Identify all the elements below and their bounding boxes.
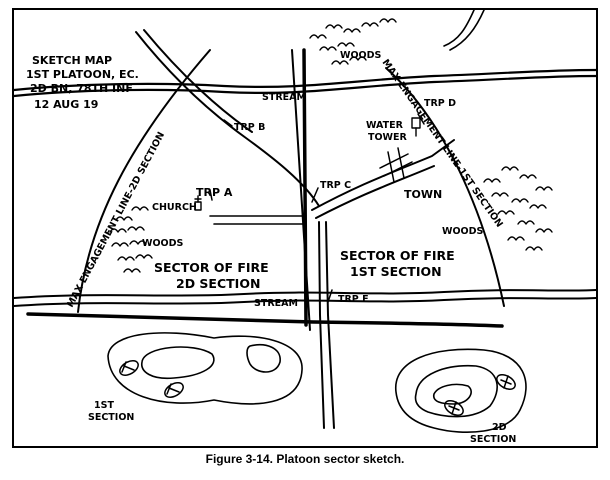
right-river — [443, 10, 485, 51]
max-line-2d-arc — [77, 49, 211, 313]
sketch-title-line3: 2D BN, 78TH INF — [30, 82, 133, 95]
sketch-frame: SKETCH MAP 1ST PLATOON, EC. 2D BN, 78TH … — [12, 8, 598, 448]
woods-left-label: WOODS — [142, 238, 184, 249]
stream-bottom-label: STREAM — [254, 298, 298, 309]
section-2d-label-1: 2D — [492, 422, 507, 433]
sector-1st-label-1: SECTOR OF FIRE — [340, 248, 455, 263]
max-engagement-lines — [77, 49, 505, 313]
stream-bottom — [14, 289, 596, 307]
sector-2d-label-2: 2D SECTION — [176, 276, 260, 291]
road-south-b — [325, 221, 335, 429]
sketch-title-line4: 12 AUG 19 — [34, 98, 98, 111]
max-line-1st-label: MAX ENGAGEMENT LINE-1ST SECTION — [380, 57, 505, 229]
road-right-upper — [311, 139, 455, 211]
trp-markers — [209, 113, 425, 303]
church-path — [209, 215, 307, 225]
woods-right-icon — [483, 166, 553, 251]
trp-b-label: TRP B — [234, 122, 265, 133]
water-tower-icon — [411, 117, 421, 137]
trp-d-label: TRP D — [424, 98, 456, 109]
roads — [135, 29, 455, 429]
water-tower-label-2: TOWER — [368, 132, 408, 143]
town-grid — [379, 147, 413, 183]
town-label: TOWN — [404, 188, 442, 201]
woods-right-label: WOODS — [442, 226, 484, 237]
road-nw-b — [143, 29, 253, 133]
sector-sketch: SKETCH MAP 1ST PLATOON, EC. 2D BN, 78TH … — [14, 10, 596, 445]
woods-top-icon — [309, 18, 397, 65]
sector-2d-label-1: SECTOR OF FIRE — [154, 260, 269, 275]
road-south — [318, 221, 325, 429]
hill-left-contours — [107, 332, 303, 405]
woods-top-label: WOODS — [340, 50, 382, 61]
figure-caption: Figure 3-14. Platoon sector sketch. — [205, 452, 405, 466]
stream-top — [14, 68, 596, 98]
section-1st-label-2: SECTION — [88, 412, 134, 423]
church-label: CHURCH — [152, 202, 197, 213]
church-icon — [194, 195, 202, 211]
trp-a-label: TRP A — [196, 186, 233, 199]
road-right-upper-b — [315, 165, 435, 219]
max-line-1st-arc — [385, 67, 505, 307]
trp-c-label: TRP C — [320, 180, 351, 191]
hill-right-contours — [395, 348, 527, 433]
stream-top-label: STREAM — [262, 92, 306, 103]
firing-line — [26, 312, 504, 328]
max-line-2d-label: MAX ENGAGEMENT LINE-2D SECTION — [65, 130, 167, 309]
section-divider — [302, 48, 308, 327]
section-2d-label-2: SECTION — [470, 434, 516, 445]
section-1st-label-1: 1ST — [94, 400, 114, 411]
water-tower-label-1: WATER — [366, 120, 404, 131]
sector-1st-label-2: 1ST SECTION — [350, 264, 442, 279]
sketch-title-line2: 1ST PLATOON, EC. — [26, 68, 139, 81]
woods-left-icon — [109, 206, 153, 273]
trp-e-label: TRP E — [338, 294, 369, 305]
sketch-title-line1: SKETCH MAP — [32, 54, 112, 67]
gun-position-icons — [119, 360, 516, 416]
